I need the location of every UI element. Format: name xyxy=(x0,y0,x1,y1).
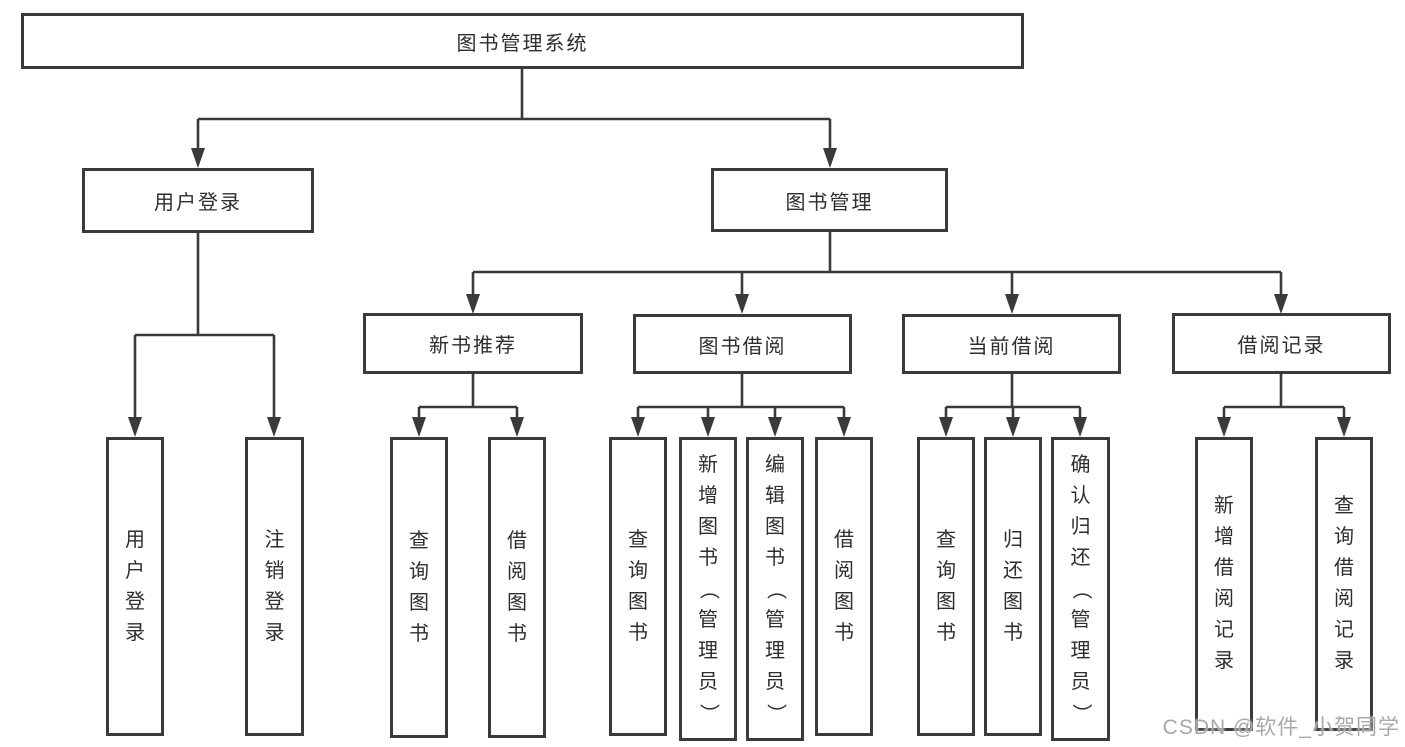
connector-paths xyxy=(133,69,1346,419)
csdn-watermark: CSDN @软件_小贺同学 xyxy=(1162,716,1400,739)
leaf-borrow-books: 借阅图书 xyxy=(815,437,873,736)
node-new-book-recommend: 新书推荐 xyxy=(363,313,583,374)
leaf-confirm-return-admin: 确认归还（管理员） xyxy=(1051,437,1110,741)
node-root-system: 图书管理系统 xyxy=(21,13,1024,69)
arrowhead-icons xyxy=(128,148,1351,437)
leaf-edit-books-admin: 编辑图书（管理员） xyxy=(746,437,804,741)
node-book-management-branch: 图书管理 xyxy=(711,168,948,232)
leaf-logout: 注销登录 xyxy=(245,437,304,736)
leaf-return-books: 归还图书 xyxy=(984,437,1042,736)
leaf-recommend-query-books: 查询图书 xyxy=(390,437,448,738)
leaf-add-borrow-record: 新增借阅记录 xyxy=(1195,437,1253,731)
node-book-borrowing: 图书借阅 xyxy=(633,314,852,374)
node-current-borrowing: 当前借阅 xyxy=(902,314,1121,374)
leaf-current-query-books: 查询图书 xyxy=(917,437,975,736)
leaf-borrow-query-books: 查询图书 xyxy=(609,437,667,736)
leaf-recommend-borrow-books: 借阅图书 xyxy=(488,437,546,738)
node-user-login-branch: 用户登录 xyxy=(82,168,314,233)
node-borrowing-records: 借阅记录 xyxy=(1172,313,1391,374)
leaf-add-books-admin: 新增图书（管理员） xyxy=(679,437,737,741)
leaf-user-login: 用户登录 xyxy=(106,437,164,736)
leaf-query-borrow-record: 查询借阅记录 xyxy=(1315,437,1373,731)
